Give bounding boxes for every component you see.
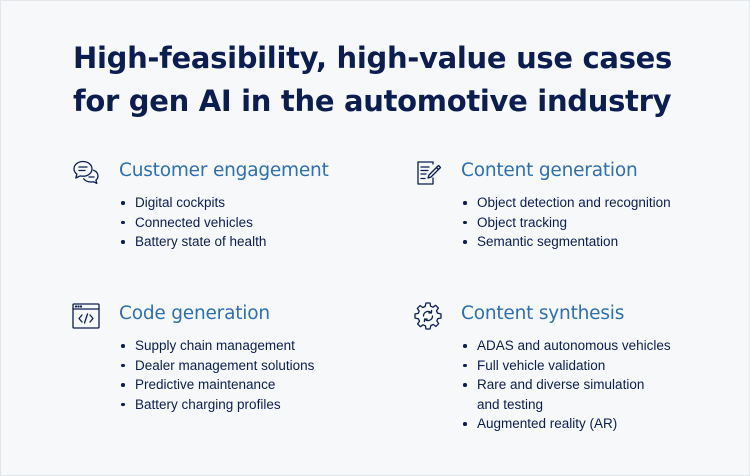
list-item: Digital cockpits bbox=[119, 193, 385, 213]
list-item: Rare and diverse simulation and testing bbox=[461, 375, 652, 414]
page-title-line-2: for gen AI in the automotive industry bbox=[73, 84, 672, 118]
list-item: Predictive maintenance bbox=[119, 375, 385, 395]
list-item: Semantic segmentation bbox=[461, 232, 727, 252]
use-case-list: Object detection and recognition Object … bbox=[461, 193, 727, 252]
list-item: ADAS and autonomous vehicles bbox=[461, 336, 727, 356]
list-item: Object detection and recognition bbox=[461, 193, 727, 213]
chat-bubbles-icon bbox=[71, 158, 101, 188]
list-item: Battery state of health bbox=[119, 232, 385, 252]
section-heading: Content generation bbox=[461, 160, 638, 181]
section-heading: Code generation bbox=[119, 303, 270, 324]
list-item: Full vehicle validation bbox=[461, 356, 727, 376]
use-case-list: Digital cockpits Connected vehicles Batt… bbox=[119, 193, 385, 252]
list-item: Battery charging profiles bbox=[119, 395, 385, 415]
gear-sync-icon bbox=[413, 301, 443, 331]
use-case-list: Supply chain management Dealer managemen… bbox=[119, 336, 385, 414]
list-item: Dealer management solutions bbox=[119, 356, 385, 376]
section-heading: Content synthesis bbox=[461, 303, 625, 324]
list-item: Supply chain management bbox=[119, 336, 385, 356]
list-item: Object tracking bbox=[461, 213, 727, 233]
page-title: High-feasibility, high-value use cases f… bbox=[73, 37, 713, 123]
code-window-icon bbox=[71, 301, 101, 331]
use-case-list: ADAS and autonomous vehicles Full vehicl… bbox=[461, 336, 727, 434]
list-item: Augmented reality (AR) bbox=[461, 414, 727, 434]
page-title-line-1: High-feasibility, high-value use cases bbox=[73, 41, 672, 75]
document-edit-icon bbox=[413, 158, 443, 188]
section-heading: Customer engagement bbox=[119, 160, 329, 181]
list-item: Connected vehicles bbox=[119, 213, 385, 233]
